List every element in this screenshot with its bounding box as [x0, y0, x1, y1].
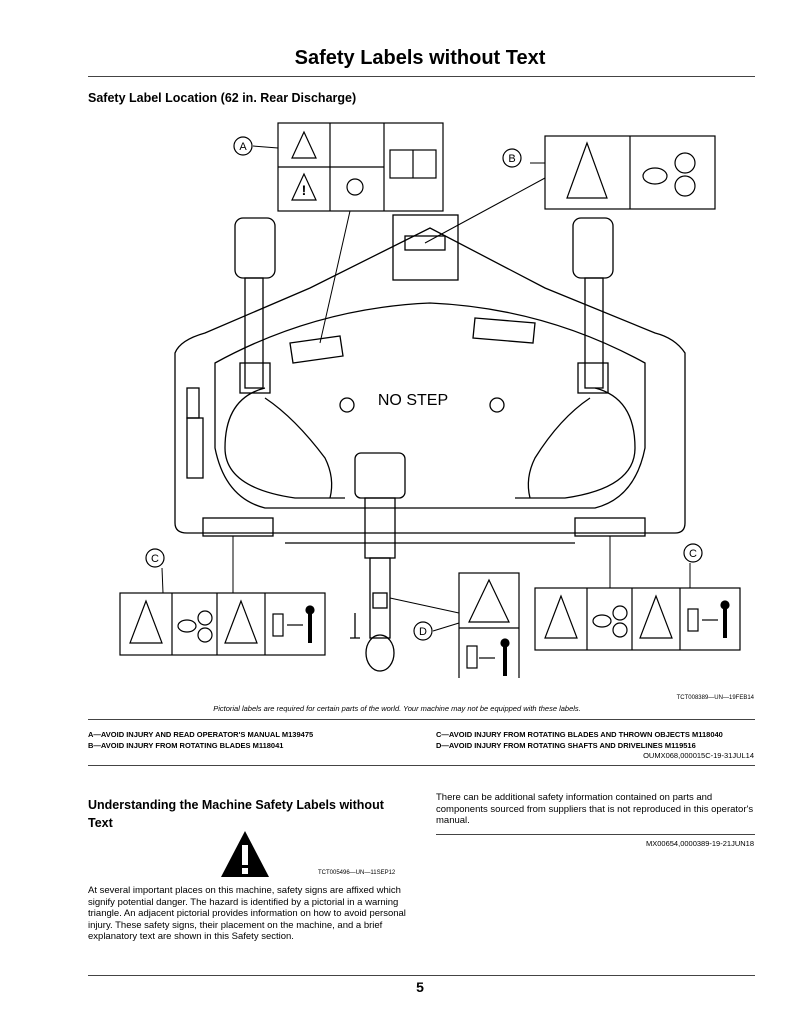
- label-c-left-pictorial: [119, 592, 326, 656]
- svg-text:!: !: [302, 182, 307, 198]
- right-tube: [515, 387, 636, 499]
- legend-rule: [88, 765, 755, 766]
- legend-item-b: B—AVOID INJURY FROM ROTATING BLADES M118…: [88, 741, 284, 750]
- legend-right: C—AVOID INJURY FROM ROTATING BLADES AND …: [436, 729, 723, 751]
- additional-info-body: There can be additional safety informati…: [436, 792, 754, 826]
- label-b-pictorial: [544, 135, 716, 210]
- warning-triangle-icon: [221, 831, 269, 877]
- label-d-pictorial: [458, 572, 520, 678]
- left-caster-head: [234, 217, 276, 279]
- label-a-location: [289, 335, 344, 364]
- right-caster-head: [572, 217, 614, 279]
- understanding-title: Understanding the Machine Safety Labels …: [88, 798, 384, 830]
- left-panel-slot: [186, 387, 200, 419]
- figure-caption: Pictorial labels are required for certai…: [213, 704, 581, 713]
- callout-a: [233, 136, 253, 156]
- title-rule: [88, 76, 755, 77]
- mower-deck-illustration: NO STEP !: [119, 122, 741, 678]
- rear-box: [392, 214, 459, 281]
- legend-left: A—AVOID INJURY AND READ OPERATOR'S MANUA…: [88, 729, 313, 751]
- page-number: 5: [416, 979, 424, 995]
- driveline-upper: [364, 497, 396, 559]
- left-side-panel: [186, 417, 204, 479]
- right-caster-joint: [577, 362, 609, 394]
- caption-rule: [88, 719, 755, 720]
- legend-item-a: A—AVOID INJURY AND READ OPERATOR'S MANUA…: [88, 730, 314, 739]
- legend-item-d: D—AVOID INJURY FROM ROTATING SHAFTS AND …: [436, 741, 696, 750]
- warning-icon-id: TCT005496—UN—11SEP12: [318, 870, 396, 876]
- footer-rule: [88, 975, 755, 976]
- left-tube: [224, 387, 345, 499]
- bolt-hole-right: [489, 397, 505, 413]
- callout-c-left: [145, 548, 165, 568]
- no-step-stencil: NO STEP: [378, 392, 448, 409]
- callout-a-label: A: [239, 141, 247, 153]
- callout-d: [413, 621, 433, 641]
- callout-b: [502, 148, 522, 168]
- leader-lines: [161, 145, 691, 632]
- understanding-body: At several important places on this mach…: [88, 885, 406, 942]
- legend-item-c: C—AVOID INJURY FROM ROTATING BLADES AND …: [436, 730, 723, 739]
- left-caster-joint: [239, 362, 271, 394]
- deck-outline: [174, 227, 686, 534]
- callout-c-right: [683, 543, 703, 563]
- label-c-right-pictorial: [534, 587, 741, 651]
- left-tube-2: [264, 397, 333, 499]
- left-caster-arm: [244, 277, 264, 389]
- callout-b-label: B: [508, 153, 515, 165]
- label-b-location: [404, 235, 446, 251]
- shaft-pin: [350, 613, 360, 639]
- figure-id: TCT008389—UN—19FEB14: [676, 695, 754, 701]
- page-title: Safety Labels without Text: [294, 47, 546, 69]
- deck-inner: [214, 302, 646, 509]
- bolt-hole-left: [339, 397, 355, 413]
- legend-id: OUMX068,000015C-19-31JUL14: [643, 751, 754, 760]
- label-c-left-location: [202, 517, 274, 537]
- additional-info-id: MX00654,0000389-19-21JUN18: [646, 839, 754, 848]
- label-d-location: [372, 592, 388, 609]
- callout-c-left-label: C: [151, 553, 159, 565]
- right-caster-arm: [584, 277, 604, 389]
- callout-d-label: D: [419, 626, 427, 638]
- label-a-pictorial: !: [277, 122, 444, 212]
- pto-coupler: [365, 634, 395, 672]
- section-title: Safety Label Location (62 in. Rear Disch…: [88, 91, 357, 105]
- right-tube-2: [527, 397, 591, 499]
- callout-c-right-label: C: [689, 548, 697, 560]
- label-location-top-right: [472, 317, 536, 344]
- gearbox: [354, 452, 406, 499]
- additional-rule: [436, 834, 755, 835]
